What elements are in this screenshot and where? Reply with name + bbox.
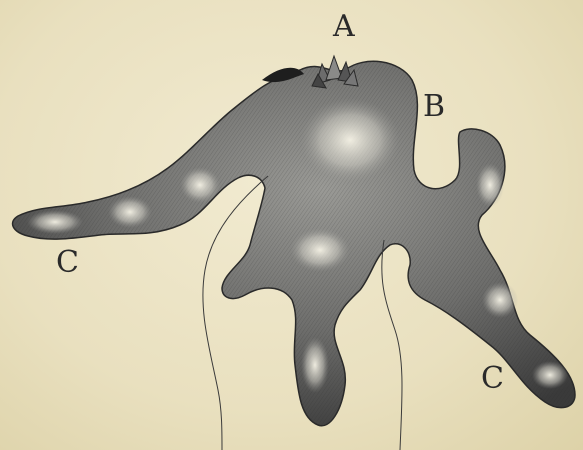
label-c-right: C xyxy=(481,364,504,394)
label-a: A xyxy=(333,12,355,42)
label-b: B xyxy=(423,92,445,122)
label-c-left: C xyxy=(56,248,79,278)
